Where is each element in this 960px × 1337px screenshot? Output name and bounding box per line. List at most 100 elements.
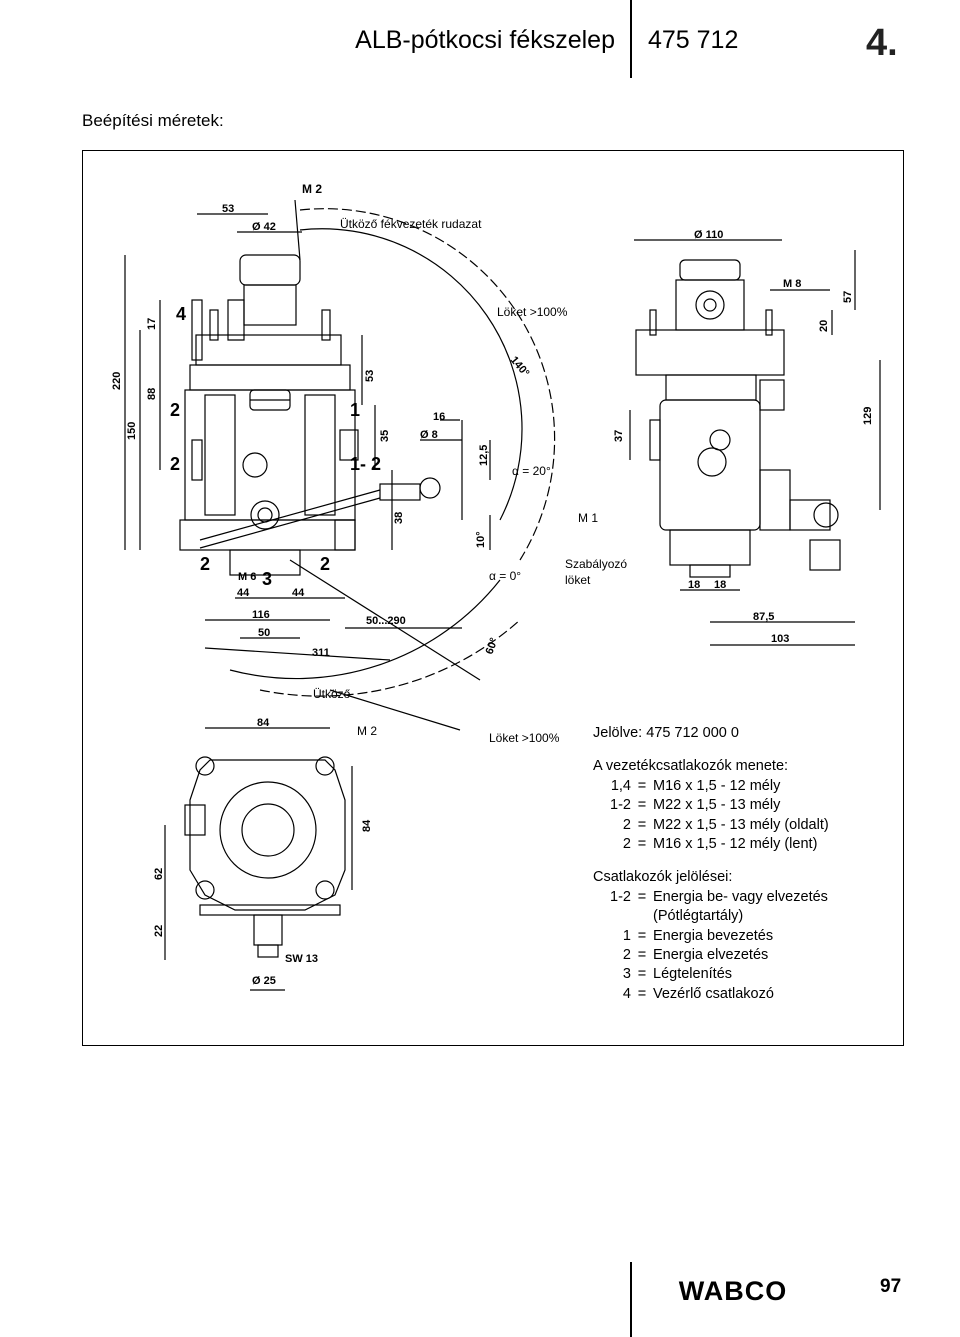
document-title: ALB-pótkocsi fékszelep	[355, 26, 615, 54]
threads-key: 1-2	[610, 797, 631, 814]
threads-equals: =	[637, 836, 647, 853]
alpha-20-label: α = 20°	[512, 464, 551, 478]
ports-key: 2	[622, 947, 631, 964]
ports-value: Energia elvezetés	[653, 947, 769, 964]
header-divider	[630, 0, 632, 78]
loket-bottom-label: Löket >100%	[489, 731, 560, 745]
m8-label: M 8	[783, 278, 801, 290]
ports-row: 1=Energia bevezetés	[593, 927, 829, 946]
dim-18-left: 18	[688, 579, 700, 591]
drawing-frame	[82, 150, 904, 1046]
dim-103: 103	[771, 633, 789, 645]
ports-title: Csatlakozók jelölései:	[593, 869, 733, 886]
dim-dia110: Ø 110	[694, 229, 723, 241]
dim-dia8: Ø 8	[420, 429, 438, 441]
angle-60-label: 60°	[484, 636, 501, 656]
threads-value: M16 x 1,5 - 12 mély (lent)	[653, 836, 818, 853]
drawing-labels: M 2 Ütköző fékvezeték rudazat Löket >100…	[111, 182, 874, 987]
loket-word-label: löket	[565, 573, 591, 587]
valve-front-view	[179, 254, 441, 576]
port-1-2: 1- 2	[350, 454, 381, 474]
port-2-lower: 2	[170, 454, 180, 474]
loket-top-label: Löket >100%	[497, 305, 568, 319]
dim-53-vertical: 53	[364, 370, 376, 382]
marked-code: Jelölve: 475 712 000 0	[593, 725, 739, 741]
ports-value: Energia be- vagy elvezetés	[653, 888, 828, 905]
threads-equals: =	[637, 797, 647, 814]
threads-key: 1,4	[610, 777, 631, 794]
ports-list: 1-2 = Energia be- vagy elvezetés (Pótlégtar…	[593, 888, 829, 1004]
ports-value: (Pótlégtartály)	[653, 908, 744, 925]
wabco-logo: WABCO	[679, 1276, 787, 1304]
dim-44-right: 44	[292, 587, 305, 599]
angle-140-label: 140°	[508, 354, 532, 379]
ports-row: 1-2 = Energia be- vagy elvezetés	[593, 888, 829, 907]
legend: Jelölve: 475 712 000 0 A vezetékcsatlako…	[593, 724, 829, 1004]
port-2-upper: 2	[170, 400, 180, 420]
dim-44-left: 44	[237, 587, 250, 599]
ports-value: Légtelenítés	[653, 966, 733, 983]
ports-equals: =	[637, 888, 647, 905]
dim-35: 35	[379, 430, 391, 442]
technical-drawing: M 2 Ütköző fékvezeték rudazat Löket >100…	[111, 182, 881, 991]
dim-37: 37	[613, 430, 625, 442]
dim-87-5: 87,5	[753, 611, 774, 623]
threads-row: 1-2 = M22 x 1,5 - 13 mély	[593, 796, 829, 815]
dim-62: 62	[153, 868, 165, 880]
dim-84-top: 84	[257, 717, 270, 729]
threads-equals: =	[637, 777, 647, 794]
dim-84-side: 84	[361, 819, 373, 832]
ports-key: 3	[622, 966, 631, 983]
threads-row: 1,4=M16 x 1,5 - 12 mély	[593, 777, 829, 796]
ports-row: (Pótlégtartály)	[593, 907, 829, 926]
sw13-label: SW 13	[285, 953, 318, 965]
ports-equals: =	[637, 985, 647, 1002]
dim-12-5: 12,5	[478, 445, 490, 466]
threads-row: 2 = M16 x 1,5 - 12 mély (lent)	[593, 835, 829, 854]
dim-311: 311	[312, 647, 330, 659]
ports-equals: =	[637, 927, 647, 944]
ports-row: 4 = Vezérlő csatlakozó	[593, 985, 829, 1004]
ports-key	[593, 907, 631, 926]
threads-key: 2	[622, 836, 631, 853]
port-4: 4	[176, 304, 186, 324]
ports-value: Vezérlő csatlakozó	[653, 985, 774, 1002]
ports-key: 1	[622, 927, 631, 944]
m6-label: M 6	[238, 571, 256, 583]
threads-row: 2=M22 x 1,5 - 13 mély (oldalt)	[593, 816, 829, 835]
chapter-number: 4.	[866, 22, 898, 64]
dim-20: 20	[818, 320, 830, 332]
m1-label: M 1	[578, 511, 598, 525]
dim-88: 88	[146, 388, 158, 400]
port-2-bottom-left: 2	[200, 554, 210, 574]
port-3: 3	[262, 569, 272, 589]
ports-equals: =	[637, 966, 647, 983]
footer-divider	[630, 1262, 632, 1337]
dim-dia42: Ø 42	[252, 221, 276, 233]
product-code: 475 712	[648, 26, 739, 54]
ports-row: 3 = Légtelenítés	[593, 965, 829, 984]
dim-50-290: 50...290	[366, 615, 406, 627]
dim-17: 17	[146, 318, 158, 330]
dim-150: 150	[126, 422, 138, 440]
ports-key: 4	[622, 985, 631, 1002]
dim-116: 116	[252, 609, 270, 621]
szabalyozo-label: Szabályozó	[565, 557, 627, 571]
m2-bottom-label: M 2	[357, 724, 377, 738]
dim-dia25: Ø 25	[252, 975, 276, 987]
page-number: 97	[880, 1276, 902, 1297]
threads-value: M22 x 1,5 - 13 mély	[653, 797, 781, 814]
dim-50: 50	[258, 627, 270, 639]
ports-equals	[631, 907, 653, 926]
ports-row: 2=Energia elvezetés	[593, 946, 829, 965]
dim-22: 22	[153, 925, 165, 937]
dim-38: 38	[393, 512, 405, 524]
dim-53: 53	[222, 203, 234, 215]
dim-220: 220	[111, 372, 123, 390]
utkozo-rudazat-label: Ütköző fékvezeték rudazat	[340, 217, 482, 231]
ports-key: 1-2	[610, 888, 631, 905]
port-1: 1	[350, 400, 360, 420]
dim-57: 57	[842, 291, 854, 303]
port-2-bottom-right: 2	[320, 554, 330, 574]
dim-18-right: 18	[714, 579, 726, 591]
